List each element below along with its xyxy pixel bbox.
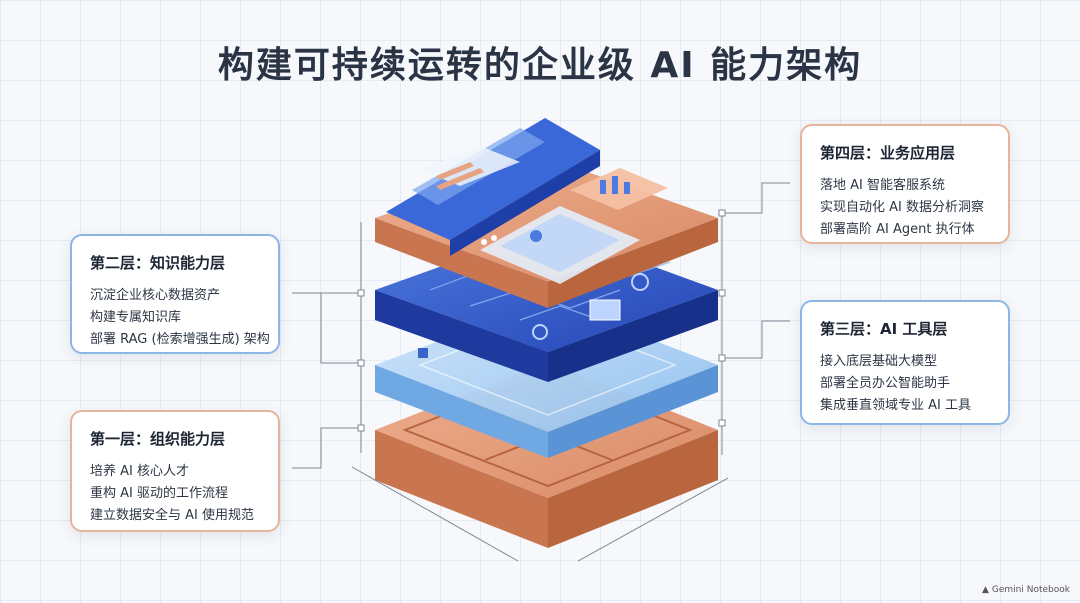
layer4-title: 第四层：业务应用层	[820, 144, 956, 162]
layer1-line-2: 重构 AI 驱动的工作流程	[90, 486, 228, 501]
watermark-text: Gemini Notebook	[991, 585, 1070, 595]
guide-lines	[292, 182, 790, 562]
layer2-line-2: 构建专属知识库	[90, 310, 182, 325]
layer2-line-1: 沉淀企业核心数据资产	[90, 288, 221, 303]
layer3-line-3: 集成垂直领域专业 AI 工具	[820, 398, 971, 413]
layer3-line-2: 部署全员办公智能助手	[820, 376, 951, 391]
layer3-card: 第三层：AI 工具层 接入底层基础大模型 部署全员办公智能助手 集成垂直领域专业…	[800, 300, 1010, 425]
layer4-line-2: 实现自动化 AI 数据分析洞察	[820, 200, 984, 215]
layer1-title: 第一层：组织能力层	[90, 430, 226, 448]
watermark: ▲ Gemini Notebook	[982, 585, 1070, 595]
layer4-line-1: 落地 AI 智能客服系统	[820, 178, 945, 193]
layer1-card: 第一层：组织能力层 培养 AI 核心人才 重构 AI 驱动的工作流程 建立数据安…	[70, 410, 280, 532]
layer2-title: 第二层：知识能力层	[90, 254, 226, 272]
notebook-logo-icon: ▲	[981, 585, 989, 595]
layer3-title: 第三层：AI 工具层	[820, 320, 948, 338]
layer3-line-1: 接入底层基础大模型	[820, 354, 938, 369]
layer4-card: 第四层：业务应用层 落地 AI 智能客服系统 实现自动化 AI 数据分析洞察 部…	[800, 124, 1010, 244]
layer1-line-3: 建立数据安全与 AI 使用规范	[90, 508, 254, 523]
layer1-line-1: 培养 AI 核心人才	[90, 464, 189, 479]
layer2-line-3: 部署 RAG (检索增强生成) 架构	[90, 332, 270, 347]
layer4-application-tray	[375, 118, 718, 308]
layer2-card: 第二层：知识能力层 沉淀企业核心数据资产 构建专属知识库 部署 RAG (检索增…	[70, 234, 280, 354]
layer4-line-3: 部署高阶 AI Agent 执行体	[820, 222, 975, 237]
page-title: 构建可持续运转的企业级 AI 能力架构	[217, 45, 863, 86]
